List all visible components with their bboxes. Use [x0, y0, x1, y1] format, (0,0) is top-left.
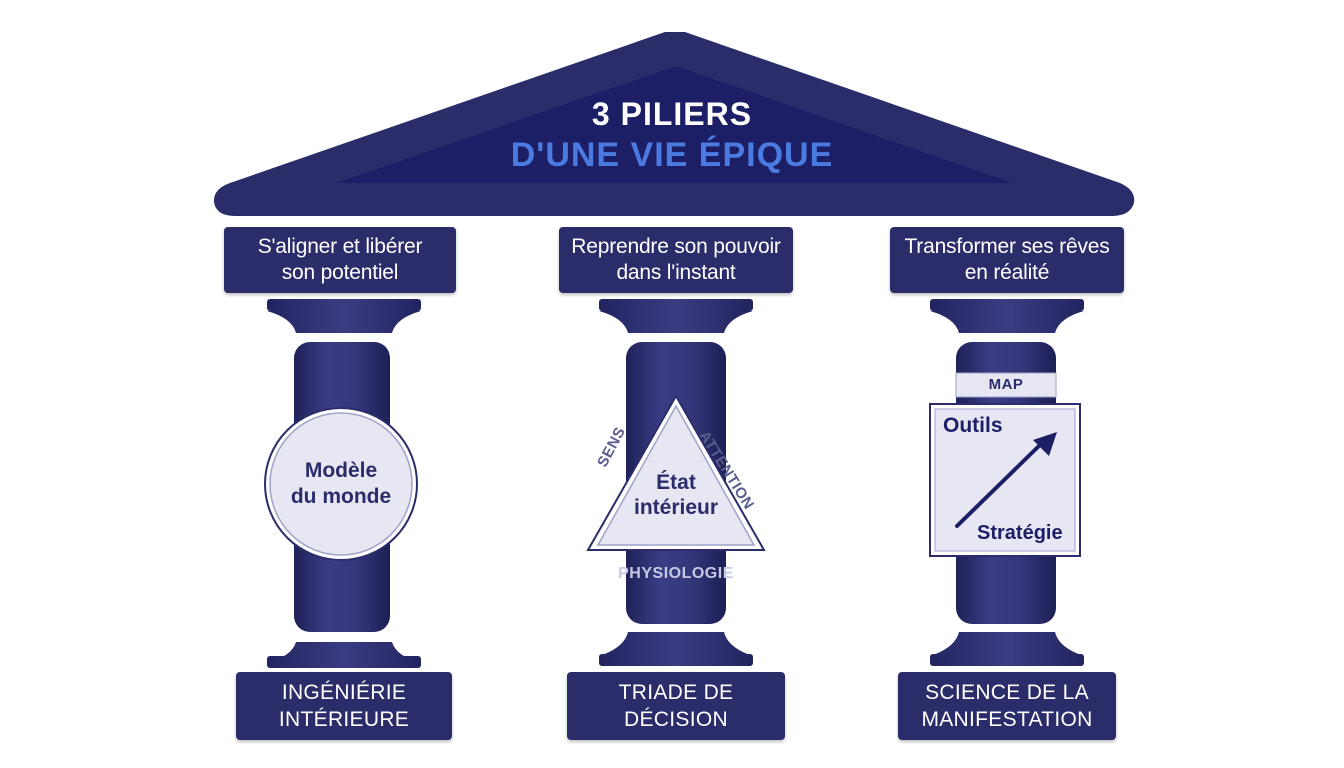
pillar-1-top-label: S'aligner et libérer son potentiel [224, 227, 456, 293]
circle-emblem-label: Modèle du monde [271, 458, 411, 510]
triangle-emblem-line2: intérieur [606, 495, 746, 520]
pillar-1-top-line2: son potentiel [282, 260, 399, 286]
diagram-title-line1: 3 PILIERS [470, 96, 874, 133]
pillar-2-top-line1: Reprendre son pouvoir [571, 234, 780, 260]
pillar-3-base-line2: MANIFESTATION [921, 706, 1092, 733]
pillar-3-top-label: Transformer ses rêves en réalité [890, 227, 1124, 293]
tools-label: Outils [943, 414, 1003, 438]
pillar-2-top-label: Reprendre son pouvoir dans l'instant [559, 227, 793, 293]
pillar-1-base-line2: INTÉRIEURE [279, 706, 409, 733]
pillar-1-top-line1: S'aligner et libérer [258, 234, 423, 260]
pillar-1-base-line1: INGÉNIÉRIE [282, 679, 406, 706]
pillar-3-top-line1: Transformer ses rêves [904, 234, 1109, 260]
circle-emblem-line2: du monde [271, 484, 411, 510]
triangle-bottom-label: PHYSIOLOGIE [606, 565, 746, 583]
pillar-2-base-line1: TRIADE DE [619, 679, 734, 706]
pillar-3-base-line1: SCIENCE DE LA [925, 679, 1089, 706]
pillar-2-base-line2: DÉCISION [624, 706, 728, 733]
pillar-3-base-label: SCIENCE DE LA MANIFESTATION [898, 672, 1116, 740]
pillar-1-base-label: INGÉNIÉRIE INTÉRIEURE [236, 672, 452, 740]
circle-emblem-line1: Modèle [271, 458, 411, 484]
pillar-2-top-line2: dans l'instant [616, 260, 735, 286]
diagram-title-line2: D'UNE VIE ÉPIQUE [470, 136, 874, 175]
pillar-2-base-label: TRIADE DE DÉCISION [567, 672, 785, 740]
strategy-label: Stratégie [977, 522, 1063, 545]
map-label: MAP [956, 376, 1056, 393]
pillar-3-top-line2: en réalité [965, 260, 1049, 286]
